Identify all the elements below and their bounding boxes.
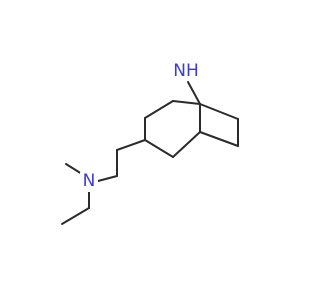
bond-ethyl-ch2-ch3 [61, 207, 90, 225]
bond-bridgehead-left-ch2 [199, 103, 239, 120]
bond-bridgehead-left-nh [187, 81, 201, 105]
bond-c3-ethyl-1 [116, 139, 146, 151]
bond-ethyl-2-n [97, 175, 118, 182]
bond-skeleton [61, 81, 239, 225]
atom-nh: NH [172, 60, 200, 81]
atom-n: N [80, 171, 98, 192]
bond-ch2-c3-lower [144, 139, 174, 158]
bond-n-methyl [65, 163, 83, 175]
bond-bridgehead-right-ch2 [172, 131, 201, 158]
amine-nitrogen-label: N [83, 171, 96, 191]
molecule-structure-diagram: NH N [61, 60, 239, 225]
bridge-nitrogen-label: NH [173, 61, 199, 81]
bond-ch2-c3 [144, 100, 174, 119]
bond-ch2-bridgehead-right [199, 131, 239, 147]
bond-ch2-bridgehead-left [172, 100, 201, 105]
